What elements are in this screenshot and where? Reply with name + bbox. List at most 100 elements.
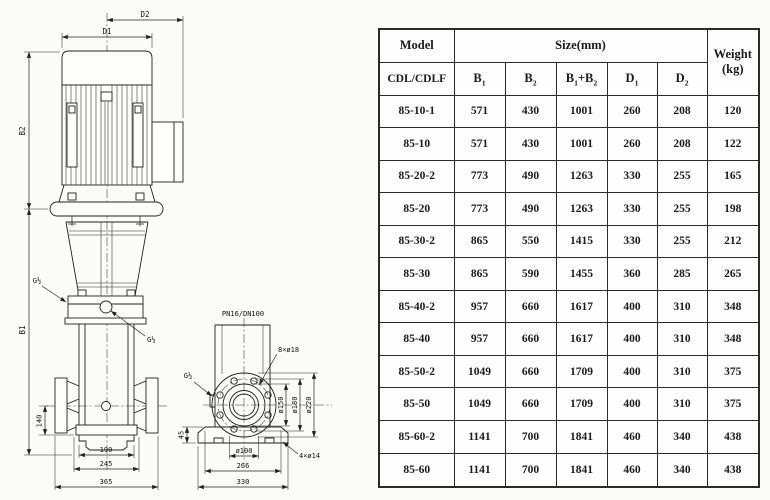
bolt-holes-4-label: 4×ø14 <box>299 452 320 460</box>
value-cell: 660 <box>504 387 557 421</box>
value-cell: 255 <box>656 224 708 259</box>
value-cell: 660 <box>504 289 557 324</box>
value-cell: 700 <box>504 419 557 454</box>
value-cell: 348 <box>706 289 760 324</box>
value-cell: 957 <box>453 289 506 324</box>
value-cell: 1141 <box>453 419 506 454</box>
value-cell: 265 <box>706 257 760 291</box>
drain-leader-2 <box>110 310 146 337</box>
model-cell: 85-20-2 <box>378 159 455 194</box>
header-col-d1: D1 <box>606 61 658 96</box>
value-cell: 400 <box>606 387 658 421</box>
value-cell: 255 <box>656 192 708 226</box>
model-cell: 85-10 <box>378 127 455 161</box>
value-cell: 340 <box>656 419 708 454</box>
weight-label: Weight <box>713 46 752 61</box>
value-cell: 208 <box>656 94 708 129</box>
value-cell: 285 <box>656 257 708 291</box>
dim-dia100: ø100 <box>236 447 253 455</box>
header-col-d2: D2 <box>656 61 708 96</box>
model-cell: 85-30 <box>378 257 455 291</box>
dim-dia150: ø150 <box>277 397 285 414</box>
bolt-holes-8-label: 8×ø18 <box>278 346 299 354</box>
value-cell: 1263 <box>555 159 608 194</box>
value-cell: 865 <box>453 257 506 291</box>
header-col-b1: B1 <box>453 61 506 96</box>
value-cell: 700 <box>504 452 557 488</box>
dim-dia180: ø180 <box>291 397 299 414</box>
value-cell: 590 <box>504 257 557 291</box>
pump-flange-view: PN16/DN100 8×ø18 G½ 4×ø14 <box>178 310 332 490</box>
value-cell: 1049 <box>453 354 506 389</box>
value-cell: 348 <box>706 322 760 356</box>
bolt-holes <box>216 377 272 433</box>
value-cell: 1001 <box>555 127 608 161</box>
dim-330: 330 <box>237 478 250 486</box>
bolt-circle <box>217 378 271 432</box>
flange-foot <box>197 426 289 444</box>
value-cell: 1617 <box>555 289 608 324</box>
base-band <box>75 424 138 436</box>
header-col-b1b2: B1+B2 <box>555 61 608 96</box>
value-cell: 310 <box>656 354 708 389</box>
value-cell: 375 <box>706 354 760 389</box>
dim-245: 245 <box>100 460 113 468</box>
pump-front-view: G½ G½ D2 D1 B2 B1 <box>18 10 184 490</box>
value-cell: 660 <box>504 354 557 389</box>
value-cell: 310 <box>656 387 708 421</box>
model-cell: 85-20 <box>378 192 455 226</box>
dim-365: 365 <box>100 478 113 486</box>
model-cell: 85-60 <box>378 452 455 488</box>
value-cell: 1415 <box>555 224 608 259</box>
pump-technical-drawing: G½ G½ D2 D1 B2 B1 <box>18 10 332 490</box>
header-row-1: Model Size(mm) Weight (kg) <box>378 28 760 96</box>
terminal-box <box>151 121 184 183</box>
motor-shaft-cap <box>100 91 113 102</box>
model-cell: 85-40 <box>378 322 455 356</box>
value-cell: 1049 <box>453 387 506 421</box>
dim-140: 140 <box>36 415 44 428</box>
header-col-b2: B2 <box>504 61 557 96</box>
pump-head <box>64 289 147 325</box>
base-foot <box>78 435 135 451</box>
value-cell: 120 <box>706 94 760 129</box>
gauge-port-label: G½ <box>184 372 192 380</box>
value-cell: 260 <box>606 94 658 129</box>
dim-dia220: ø220 <box>305 397 313 414</box>
value-cell: 1841 <box>555 452 608 488</box>
dim-d1: D1 <box>102 27 111 36</box>
value-cell: 122 <box>706 127 760 161</box>
value-cell: 1263 <box>555 192 608 226</box>
value-cell: 773 <box>453 159 506 194</box>
motor-cap <box>61 50 153 86</box>
value-cell: 1141 <box>453 452 506 488</box>
bore-circle <box>232 393 256 417</box>
weight-unit-label: (kg) <box>722 62 744 77</box>
pipe-and-flange <box>197 324 289 444</box>
drain-hole <box>99 300 113 314</box>
pump-column <box>54 324 159 451</box>
motor <box>61 50 184 186</box>
value-cell: 571 <box>453 127 506 161</box>
model-cell: 85-60-2 <box>378 419 455 454</box>
model-cell: 85-30-2 <box>378 224 455 259</box>
value-cell: 310 <box>656 289 708 324</box>
dim-190: 190 <box>100 446 113 454</box>
value-cell: 1709 <box>555 387 608 421</box>
flange-outer-circle <box>211 372 277 438</box>
value-cell: 957 <box>453 322 506 356</box>
value-cell: 1841 <box>555 419 608 454</box>
value-cell: 360 <box>606 257 658 291</box>
drain-leader-1 <box>41 285 67 303</box>
header-weight: Weight (kg) <box>706 28 760 96</box>
discharge-flange <box>145 377 159 434</box>
flange-spec-label: PN16/DN100 <box>222 310 264 318</box>
